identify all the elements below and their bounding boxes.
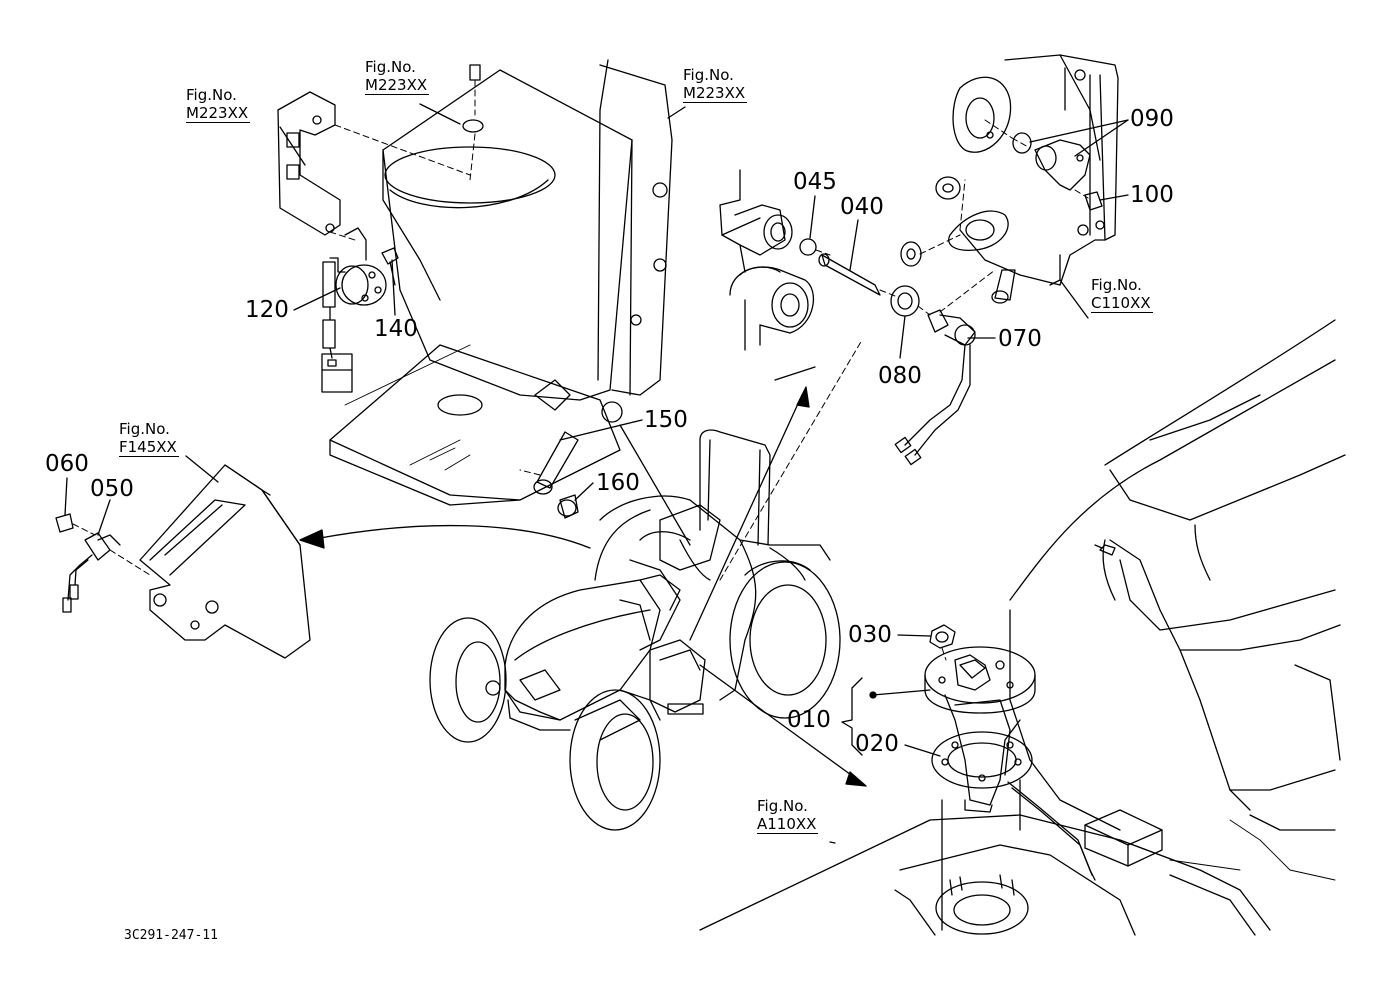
seat-panel-assembly [329, 59, 673, 506]
part-label-040: 040 [840, 194, 884, 220]
part-label-090: 090 [1130, 106, 1174, 132]
fig-ref-fuel-tank: Fig.No. A110XX [757, 797, 819, 834]
fuel-tank-group [699, 319, 1346, 936]
part-label-080: 080 [878, 363, 922, 389]
fig-ref-code: M223XX [186, 104, 251, 123]
part-label-020: 020 [855, 731, 899, 757]
transmission-dash-lines [815, 119, 1031, 316]
fig-ref-title: Fig.No. [365, 58, 416, 76]
arrow-to-fender [299, 524, 591, 549]
fig-ref-title: Fig.No. [683, 66, 734, 84]
label-leader-lines [64, 103, 1129, 844]
fig-ref-transmission: Fig.No. C110XX [1091, 276, 1153, 313]
fig-ref-left-top: Fig.No. M223XX [186, 86, 251, 123]
part-label-030: 030 [848, 622, 892, 648]
bracket-sensor-group [277, 91, 471, 393]
fig-ref-right-top: Fig.No. M223XX [683, 66, 748, 103]
fig-ref-code: M223XX [365, 76, 430, 95]
part-label-010: 010 [787, 707, 831, 733]
part-label-050: 050 [90, 476, 134, 502]
tractor-overview [429, 429, 841, 831]
fig-ref-title: Fig.No. [186, 86, 237, 104]
part-label-070: 070 [998, 326, 1042, 352]
part-label-100: 100 [1130, 182, 1174, 208]
fig-ref-title: Fig.No. [1091, 276, 1142, 294]
fig-ref-code: M223XX [683, 84, 748, 103]
fig-ref-code: C110XX [1091, 294, 1153, 313]
tractor-leader-arrows [619, 339, 867, 787]
fig-ref-title: Fig.No. [757, 797, 808, 815]
fig-ref-code: F145XX [119, 438, 179, 457]
transmission-group [719, 54, 1119, 466]
document-id: 3C291-247-11 [124, 928, 218, 943]
fig-ref-fender: Fig.No. F145XX [119, 420, 179, 457]
fig-ref-center-top: Fig.No. M223XX [365, 58, 430, 95]
part-label-150: 150 [644, 407, 688, 433]
part-label-160: 160 [596, 470, 640, 496]
part-label-045: 045 [793, 169, 837, 195]
part-label-060: 060 [45, 451, 89, 477]
fig-ref-title: Fig.No. [119, 420, 170, 438]
part-label-120: 120 [245, 297, 289, 323]
part-label-140: 140 [374, 316, 418, 342]
fig-ref-code: A110XX [757, 815, 819, 834]
